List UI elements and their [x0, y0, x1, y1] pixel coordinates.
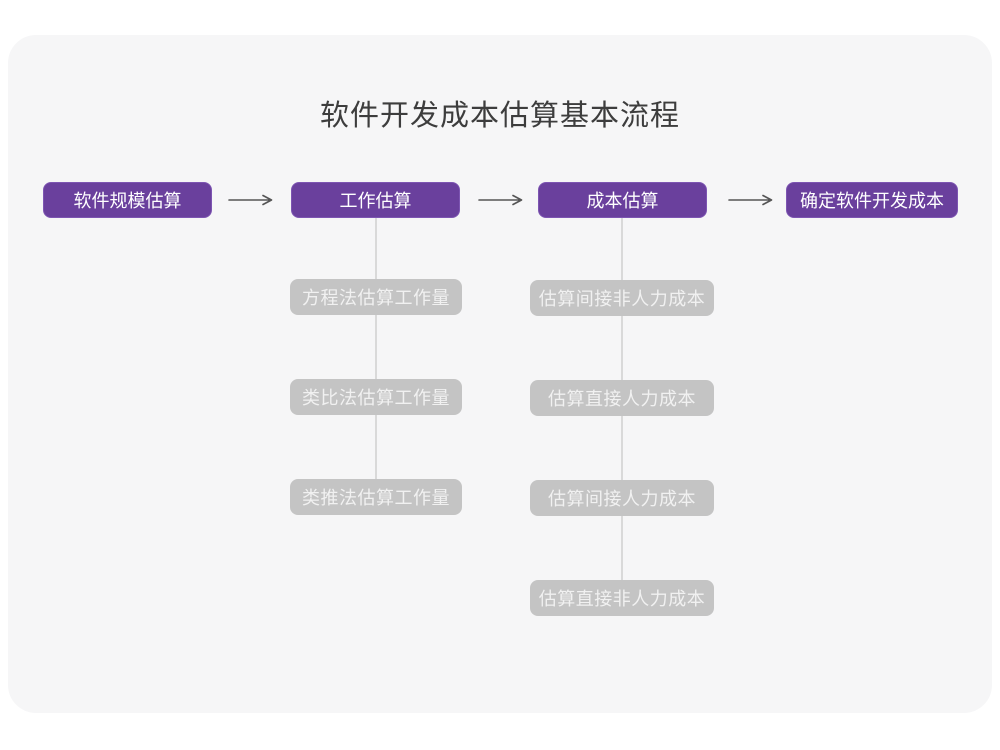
- work-branch-connector-line: [375, 218, 377, 498]
- flow-node-determine-development-cost: 确定软件开发成本: [786, 182, 958, 218]
- work-method-node-equation: 方程法估算工作量: [290, 279, 462, 315]
- diagram-card: [8, 35, 992, 713]
- work-method-node-extrapolation: 类推法估算工作量: [290, 479, 462, 515]
- cost-item-node-indirect-labor: 估算间接人力成本: [530, 480, 714, 516]
- cost-item-node-direct-nonlabor: 估算直接非人力成本: [530, 580, 714, 616]
- work-method-node-analogy: 类比法估算工作量: [290, 379, 462, 415]
- right-arrow-icon: [478, 194, 523, 206]
- flow-node-cost-estimation: 成本估算: [538, 182, 707, 218]
- right-arrow-icon: [228, 194, 273, 206]
- flow-node-work-estimation: 工作估算: [291, 182, 460, 218]
- right-arrow-icon: [728, 194, 773, 206]
- cost-item-node-direct-labor: 估算直接人力成本: [530, 380, 714, 416]
- diagram-title: 软件开发成本估算基本流程: [319, 100, 680, 132]
- flow-node-software-scale-estimation: 软件规模估算: [43, 182, 212, 218]
- cost-item-node-indirect-nonlabor: 估算间接非人力成本: [530, 280, 714, 316]
